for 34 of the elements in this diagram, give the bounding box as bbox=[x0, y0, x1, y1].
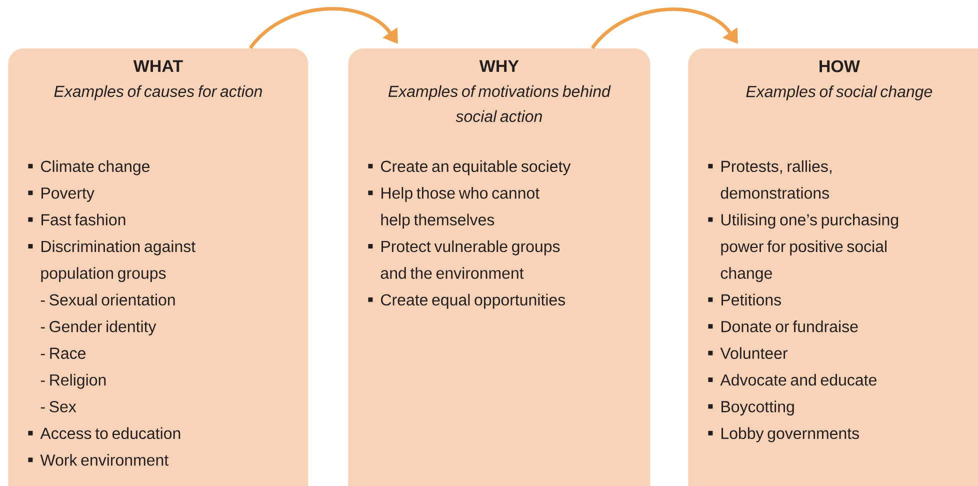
sub-item: - Sexual orientation bbox=[40, 294, 175, 306]
sub-item: - Sex bbox=[40, 401, 76, 412]
bullet-item: Protect vulnerable groups and the environment bbox=[368, 240, 560, 279]
bullet-item: Protests, rallies, demonstrations bbox=[708, 160, 832, 199]
card-heading: HOW bbox=[820, 60, 860, 72]
bullet-item: Volunteer bbox=[708, 347, 788, 359]
sub-item: - Gender identity bbox=[40, 320, 156, 336]
bullet-item: Fast fashion bbox=[28, 214, 126, 226]
bullet-item: Create equal opportunities bbox=[368, 294, 566, 309]
sub-item: - Race bbox=[40, 348, 86, 359]
card-subtitle: Examples of social change bbox=[746, 85, 932, 100]
bullet-item: Lobby governments bbox=[708, 427, 859, 442]
card-subtitle: Examples of motivations behind social action bbox=[388, 85, 611, 122]
bullet-item: Help those who cannot help themselves bbox=[368, 187, 540, 229]
bullet-item: Create an equitable society bbox=[368, 160, 571, 176]
card bbox=[8, 48, 308, 486]
card bbox=[688, 48, 978, 486]
card-heading: WHAT bbox=[133, 60, 183, 72]
bullet-item: Climate change bbox=[28, 160, 150, 176]
bullet-item: Boycotting bbox=[708, 400, 794, 416]
bullet-item: Donate or fundraise bbox=[708, 320, 858, 332]
bullet-item: Work environment bbox=[28, 454, 168, 466]
curved-arrow bbox=[591, 8, 738, 50]
bullet-item: Advocate and educate bbox=[708, 374, 876, 386]
card-heading: WHY bbox=[479, 60, 519, 72]
bullet-item: Petitions bbox=[708, 294, 781, 306]
curved-arrow bbox=[249, 7, 398, 50]
sub-item: - Religion bbox=[40, 374, 106, 389]
bullet-item: Discrimination against population groups bbox=[28, 240, 196, 282]
bullet-item: Utilising one’s purchasing power for positive social change bbox=[708, 214, 898, 282]
bullet-item: Poverty bbox=[28, 188, 94, 202]
card-subtitle: Examples of causes for action bbox=[54, 85, 262, 100]
card bbox=[348, 48, 650, 486]
bullet-item: Access to education bbox=[28, 427, 180, 440]
